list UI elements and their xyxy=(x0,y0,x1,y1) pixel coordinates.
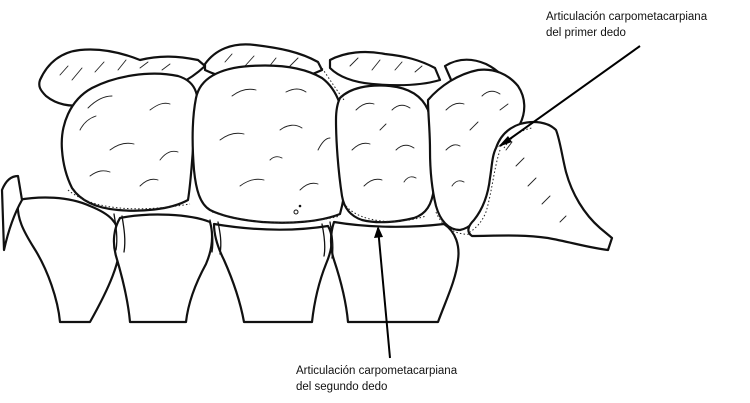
second-metacarpal xyxy=(331,222,458,322)
label-second-line1: Articulación carpometacarpiana xyxy=(296,363,457,379)
label-first-cmc-joint: Articulación carpometacarpiana del prime… xyxy=(546,9,707,41)
trapezoid-bone xyxy=(336,86,435,223)
label-second-cmc-joint: Articulación carpometacarpiana del segun… xyxy=(296,363,457,395)
label-second-line2: del segundo dedo xyxy=(296,379,457,395)
capitate-bone xyxy=(193,66,347,223)
hamate-bone xyxy=(62,74,198,211)
fifth-metacarpal xyxy=(18,198,120,322)
label-first-line1: Articulación carpometacarpiana xyxy=(546,9,707,25)
distal-carpal-row xyxy=(62,62,525,234)
label-first-line2: del primer dedo xyxy=(546,25,707,41)
third-metacarpal xyxy=(214,224,332,322)
fourth-metacarpal xyxy=(114,215,212,322)
